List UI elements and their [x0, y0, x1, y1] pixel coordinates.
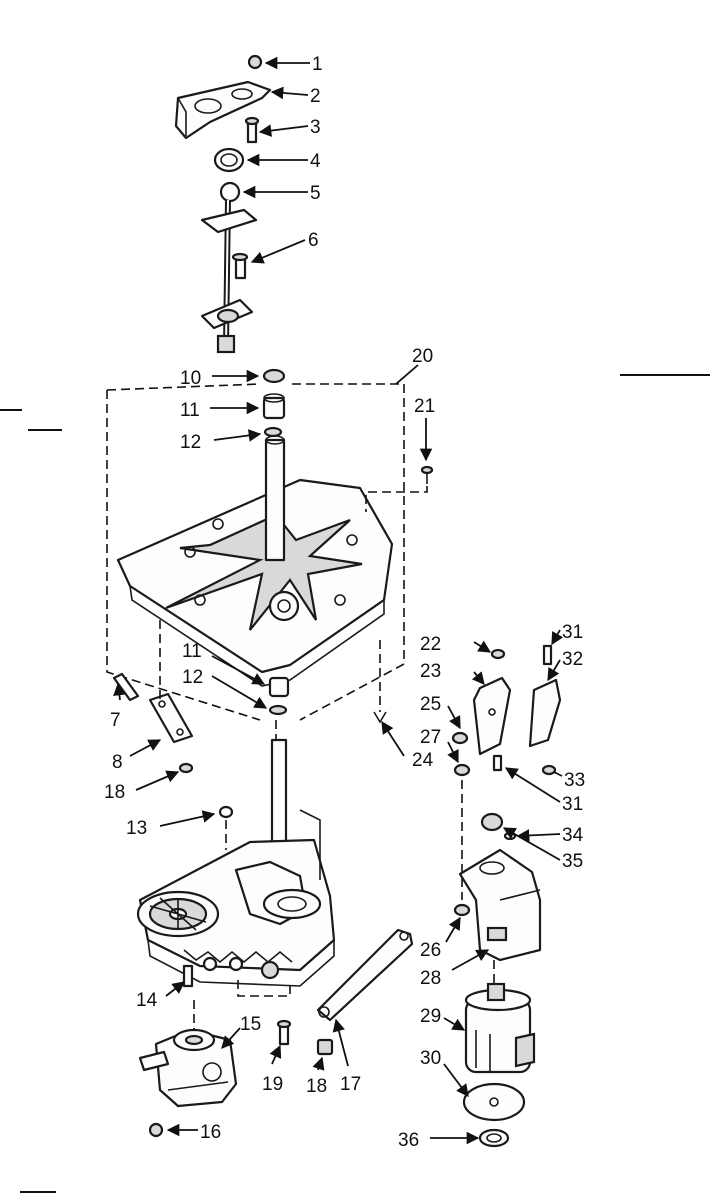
callout-24: 24 — [412, 750, 434, 771]
part-10-nut — [262, 368, 286, 384]
part-35-coupler — [480, 812, 504, 832]
callout-13: 13 — [126, 818, 147, 839]
part-12-lower-washer — [268, 704, 288, 716]
top-bracket-assembly — [174, 54, 272, 354]
callout-5: 5 — [310, 183, 321, 204]
callout-25: 25 — [420, 694, 441, 715]
part-12-washer — [263, 426, 283, 438]
callout-31-lower: 31 — [562, 794, 583, 815]
callout-2: 2 — [310, 86, 321, 107]
part-1-nut — [247, 54, 263, 70]
callout-22: 22 — [420, 634, 441, 655]
part-25-nut — [451, 731, 469, 745]
callout-18-lower: 18 — [306, 1076, 327, 1097]
callout-30: 30 — [420, 1048, 441, 1069]
callout-15: 15 — [240, 1014, 261, 1035]
part-27-nut — [453, 763, 471, 777]
part-29-motor — [464, 982, 536, 1074]
callout-35: 35 — [562, 851, 583, 872]
callout-10: 10 — [180, 368, 201, 389]
callout-28: 28 — [420, 968, 441, 989]
part-31-screw-lower — [492, 754, 503, 772]
part-11-bushing — [262, 393, 286, 420]
callout-8: 8 — [112, 752, 123, 773]
callout-18: 18 — [104, 782, 125, 803]
callout-34: 34 — [562, 825, 584, 846]
part-6-screw — [231, 252, 249, 280]
part-2-cover — [174, 80, 272, 140]
callout-3: 3 — [310, 117, 321, 138]
part-13-nut — [218, 805, 234, 819]
callout-17: 17 — [340, 1074, 361, 1095]
callout-14: 14 — [136, 990, 158, 1011]
part-5-rod-assembly — [200, 181, 258, 354]
part-15-pump — [138, 1028, 238, 1108]
part-22-nut — [490, 648, 506, 660]
callout-7: 7 — [110, 710, 121, 731]
part-18-nut — [178, 762, 194, 774]
part-11-lower-bushing — [268, 676, 290, 698]
callout-11-lower: 11 — [182, 641, 202, 662]
callout-31: 31 — [562, 622, 583, 643]
callout-16: 16 — [200, 1122, 221, 1143]
part-36-ring — [478, 1128, 510, 1148]
part-17-link-arm — [316, 928, 414, 1022]
linkage-parts — [316, 928, 414, 1056]
transmission-assembly — [136, 720, 336, 1138]
base-plate-assembly — [106, 368, 434, 724]
callout-12-lower: 12 — [182, 667, 203, 688]
callout-12: 12 — [180, 432, 201, 453]
leader-lines — [113, 56, 564, 1145]
part-28-motor-bracket — [458, 848, 542, 962]
callout-21: 21 — [414, 396, 435, 417]
part-30-cover — [462, 1082, 526, 1122]
callout-27: 27 — [420, 727, 441, 748]
part-18-link-nut — [316, 1038, 334, 1056]
part-20-base-plate — [116, 435, 394, 687]
part-32-bracket — [528, 678, 562, 748]
motor-assembly — [451, 644, 562, 1148]
part-23-bracket — [472, 676, 512, 756]
part-33-nut — [541, 764, 557, 776]
part-8-bracket — [148, 692, 194, 744]
callout-32: 32 — [562, 649, 583, 670]
callout-29: 29 — [420, 1006, 441, 1027]
part-19-screw — [276, 1019, 292, 1046]
callout-4: 4 — [310, 151, 321, 172]
scan-artifacts — [0, 374, 710, 1193]
callout-33: 33 — [564, 770, 585, 791]
part-26-nut — [453, 903, 471, 917]
callout-19: 19 — [262, 1074, 283, 1095]
callout-26: 26 — [420, 940, 441, 961]
part-4-ring — [213, 147, 245, 173]
callout-23: 23 — [420, 661, 441, 682]
callout-labels: 1 2 3 4 5 6 10 11 12 20 21 11 12 7 8 18 … — [104, 54, 585, 1151]
callout-1: 1 — [312, 54, 323, 75]
callout-20: 20 — [412, 346, 433, 367]
callout-11: 11 — [180, 400, 200, 421]
callout-36: 36 — [398, 1130, 419, 1151]
callout-6: 6 — [308, 230, 319, 251]
part-14-screw — [182, 964, 194, 988]
part-16-screw — [148, 1122, 164, 1138]
part-31-screw-top — [542, 644, 553, 666]
part-3-screw — [244, 116, 260, 144]
part-21-clip — [420, 465, 434, 475]
left-small-parts — [112, 620, 234, 850]
part-24-pin — [373, 711, 387, 724]
